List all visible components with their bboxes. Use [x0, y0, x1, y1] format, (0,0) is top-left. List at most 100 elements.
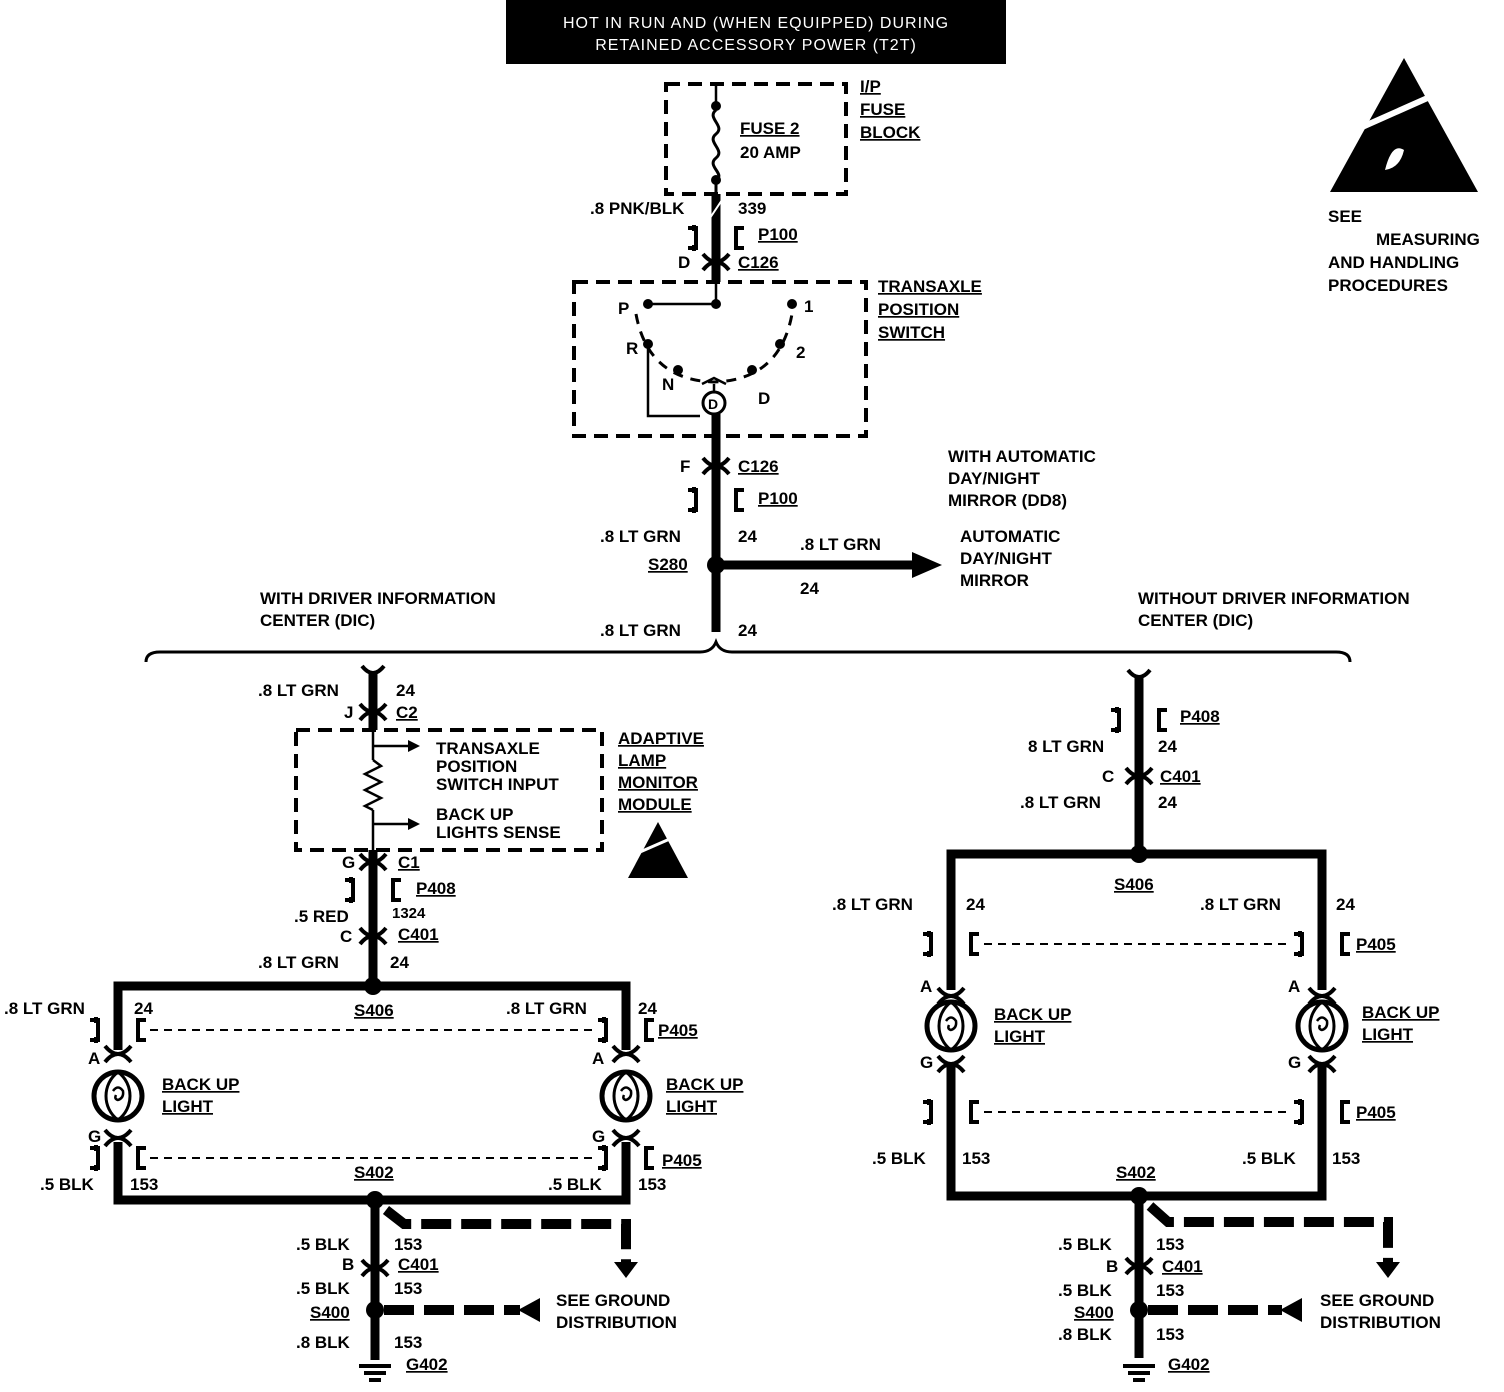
- mirror-label-2: DAY/NIGHT: [960, 549, 1053, 568]
- module-sense-2: LIGHTS SENSE: [436, 823, 561, 842]
- module-label-3: MONITOR: [618, 773, 698, 792]
- left-gnd-wire-2: .5 BLK: [296, 1279, 351, 1298]
- connector-c126-top-label: C126: [738, 253, 779, 272]
- left-pin-j: J: [344, 703, 353, 722]
- fuse-symbol: [711, 108, 721, 194]
- module-label-2: LAMP: [618, 751, 666, 770]
- left-ground-ref-2: DISTRIBUTION: [556, 1313, 677, 1332]
- left-connector-c1-label: C1: [398, 853, 420, 872]
- right-splice-s400: [1130, 1301, 1148, 1319]
- left-lamp-l-label-1: BACK UP: [162, 1075, 239, 1094]
- right-splice-s402-label: S402: [1116, 1163, 1156, 1182]
- left-lamp-right-wire: .8 LT GRN: [506, 999, 587, 1018]
- left-connector-p405-bottom-label: P405: [662, 1151, 702, 1170]
- left-lamp-right-circuit: 24: [638, 999, 657, 1018]
- right-lamp-r-label-2: LIGHT: [1362, 1025, 1414, 1044]
- right-gnd-wire-1: .5 BLK: [1058, 1235, 1113, 1254]
- esd-text-4: PROCEDURES: [1328, 276, 1448, 295]
- right-blk-right-circuit: 153: [1332, 1149, 1360, 1168]
- right-blk-left-wire: .5 BLK: [872, 1149, 927, 1168]
- esd-text-2: MEASURING: [1376, 230, 1480, 249]
- left-connector-c2-label: C2: [396, 703, 418, 722]
- right-splice-s406-label: S406: [1114, 875, 1154, 894]
- left-connector-p405-top-label: P405: [658, 1021, 698, 1040]
- pin-f-label: F: [680, 457, 690, 476]
- left-lamp-left-wire: .8 LT GRN: [4, 999, 85, 1018]
- header-banner: [506, 0, 1006, 64]
- connector-p100-bottom-label: P100: [758, 489, 798, 508]
- right-pin-b: B: [1106, 1257, 1118, 1276]
- fuse-block-outline: [664, 82, 848, 196]
- right-connector-c401-label: C401: [1160, 767, 1201, 786]
- left-gnd-circuit-2: 153: [394, 1279, 422, 1298]
- right-lamp-left-wire: .8 LT GRN: [832, 895, 913, 914]
- left-lamp-left-circuit: 24: [134, 999, 153, 1018]
- fuse-rating: 20 AMP: [740, 143, 801, 162]
- mirror-option-2: DAY/NIGHT: [948, 469, 1041, 488]
- left-ground-icon: [357, 1364, 393, 1382]
- right-splice-s400-label: S400: [1074, 1303, 1114, 1322]
- right-lamp-left-circuit: 24: [966, 895, 985, 914]
- module-label-4: MODULE: [618, 795, 692, 814]
- left-lamp-r-label-1: BACK UP: [666, 1075, 743, 1094]
- switch-pos-d-circle: D: [708, 396, 718, 412]
- right-pin-a-l: A: [920, 977, 932, 996]
- esd-text-3: AND HANDLING: [1328, 253, 1459, 272]
- switch-pos-1: 1: [804, 297, 813, 316]
- right-variant-title-2: CENTER (DIC): [1138, 611, 1253, 630]
- left-connector-p408-label: P408: [416, 879, 456, 898]
- right-ground-label: G402: [1168, 1355, 1210, 1374]
- right-ground-ref-2: DISTRIBUTION: [1320, 1313, 1441, 1332]
- right-pin-c: C: [1102, 767, 1114, 786]
- left-backup-light-l: [94, 1072, 142, 1120]
- left-variant-title-2: CENTER (DIC): [260, 611, 375, 630]
- wire-339-circuit: 339: [738, 199, 766, 218]
- header-line-1: HOT IN RUN AND (WHEN EQUIPPED) DURING: [563, 15, 949, 32]
- switch-pos-p: P: [618, 299, 629, 318]
- header-line-2: RETAINED ACCESSORY POWER (T2T): [595, 37, 917, 54]
- module-sense-1: BACK UP: [436, 805, 513, 824]
- left-gnd-wire-1: .5 BLK: [296, 1235, 351, 1254]
- splice-s280-label: S280: [648, 555, 688, 574]
- left-pin-b: B: [342, 1255, 354, 1274]
- switch-arc: [634, 313, 794, 384]
- right-wire-2: .8 LT GRN: [1020, 793, 1101, 812]
- adaptive-lamp-monitor-module: [294, 728, 604, 852]
- right-gnd-wire-3: .8 BLK: [1058, 1325, 1113, 1344]
- fuse-block-label-3: BLOCK: [860, 123, 921, 142]
- variant-brace: [144, 637, 1352, 663]
- right-lamp-right-wire: .8 LT GRN: [1200, 895, 1281, 914]
- wire-24-circuit: 24: [738, 527, 757, 546]
- right-connector-c401-gnd-label: C401: [1162, 1257, 1203, 1276]
- right-circuit-1: 24: [1158, 737, 1177, 756]
- transaxle-switch-outline: [572, 280, 868, 438]
- switch-pos-r: R: [626, 339, 638, 358]
- left-splice-s400-label: S400: [310, 1303, 350, 1322]
- transaxle-switch-label-2: POSITION: [878, 300, 959, 319]
- esd-text-1: SEE: [1328, 207, 1362, 226]
- left-gnd-wire-3: .8 BLK: [296, 1333, 351, 1352]
- mirror-label-3: MIRROR: [960, 571, 1029, 590]
- right-lamp-l-label-2: LIGHT: [994, 1027, 1046, 1046]
- wire-24-below-color: .8 LT GRN: [600, 621, 681, 640]
- right-pin-a-r: A: [1288, 977, 1300, 996]
- left-to-splice-wire: .8 LT GRN: [258, 953, 339, 972]
- fuse-block-label-2: FUSE: [860, 100, 905, 119]
- left-gnd-circuit-3: 153: [394, 1333, 422, 1352]
- switch-pos-n: N: [662, 375, 674, 394]
- right-ground-icon: [1121, 1364, 1157, 1382]
- right-lamp-right-circuit: 24: [1336, 895, 1355, 914]
- module-esd-icon: [628, 822, 688, 878]
- left-pin-g-r: G: [592, 1127, 605, 1146]
- fuse-name: FUSE 2: [740, 119, 800, 138]
- right-gnd-circuit-3: 153: [1156, 1325, 1184, 1344]
- left-ground-label: G402: [406, 1355, 448, 1374]
- right-pin-g-l: G: [920, 1053, 933, 1072]
- left-splice-s402-label: S402: [354, 1163, 394, 1182]
- left-splice-s406-label: S406: [354, 1001, 394, 1020]
- left-blk-left-circuit: 153: [130, 1175, 158, 1194]
- mirror-wire-circuit: 24: [800, 579, 819, 598]
- switch-pos-d: D: [758, 389, 770, 408]
- left-blk-left-wire: .5 BLK: [40, 1175, 95, 1194]
